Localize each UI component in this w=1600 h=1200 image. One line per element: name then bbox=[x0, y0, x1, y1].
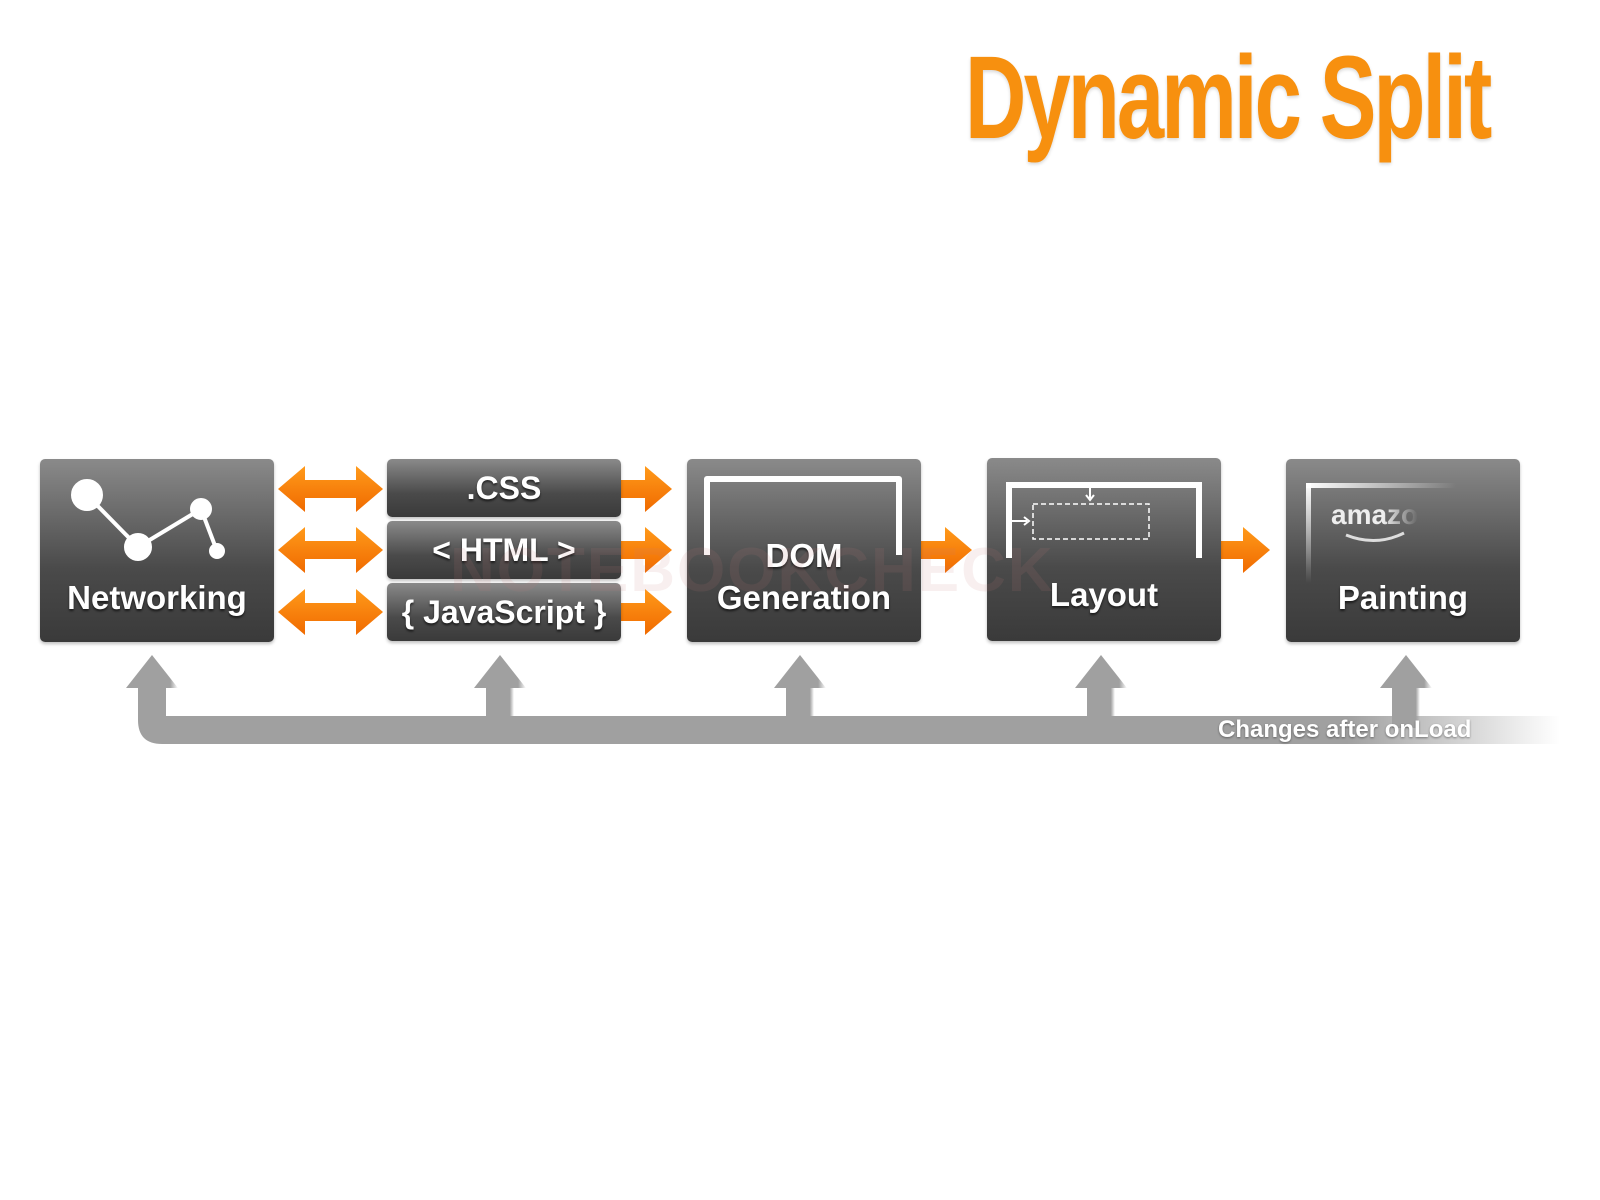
arrow-right-icon bbox=[920, 527, 972, 573]
css-box: .CSS bbox=[387, 459, 621, 517]
document-frame-icon bbox=[704, 476, 902, 555]
arrow-right-icon bbox=[621, 589, 672, 635]
painting-label: Painting bbox=[1337, 579, 1469, 616]
html-box: < HTML > bbox=[387, 521, 621, 579]
arrow-up-icon bbox=[1380, 655, 1432, 688]
arrow-right-icon bbox=[621, 527, 672, 573]
double-arrow-icon bbox=[278, 527, 383, 573]
double-arrow-icon bbox=[278, 466, 383, 512]
arrow-up-icon bbox=[474, 655, 526, 688]
networking-label: Networking bbox=[67, 579, 247, 616]
feedback-loop bbox=[126, 655, 1560, 744]
screen-frame-icon bbox=[1306, 483, 1456, 583]
javascript-box: { JavaScript } bbox=[387, 583, 621, 641]
arrow-up-icon bbox=[774, 655, 826, 688]
layout-box: Layout bbox=[987, 458, 1221, 641]
generation-label: Generation bbox=[716, 579, 892, 616]
feedback-label: Changes after onLoad bbox=[1218, 716, 1472, 743]
network-graph-icon bbox=[71, 479, 225, 561]
arrow-right-icon bbox=[621, 466, 672, 512]
painting-box: amazo Painting bbox=[1286, 459, 1520, 642]
layout-frame-icon bbox=[1006, 482, 1202, 558]
networking-box: Networking bbox=[40, 459, 274, 642]
dom-generation-box: DOM Generation bbox=[687, 459, 921, 642]
dom-label: DOM bbox=[765, 537, 843, 574]
arrow-right-icon bbox=[1220, 527, 1270, 573]
amazon-logo: amazo bbox=[1331, 499, 1419, 530]
arrow-up-icon bbox=[1075, 655, 1127, 688]
watermark: NOTEBOOKCHECK bbox=[450, 536, 1055, 605]
page-title: Dynamic Split bbox=[965, 32, 1492, 164]
double-arrow-icon bbox=[278, 589, 383, 635]
arrow-up-icon bbox=[126, 655, 178, 688]
layout-label: Layout bbox=[1049, 576, 1159, 613]
